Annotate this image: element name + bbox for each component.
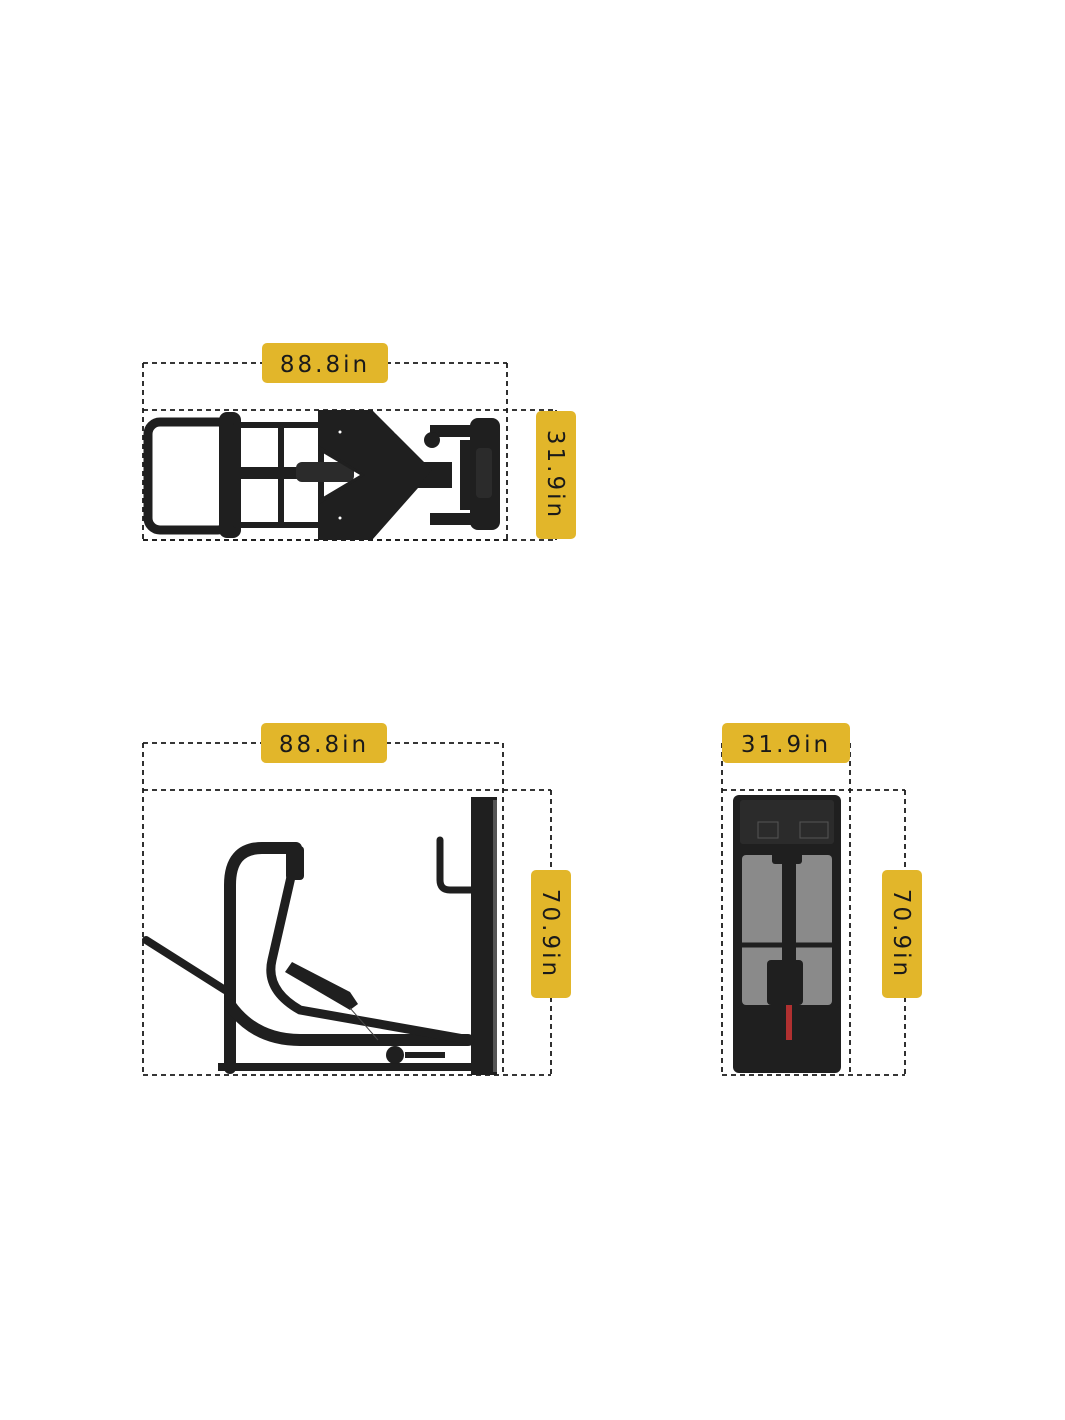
front-width-label-bg <box>722 723 850 763</box>
top-view: 88.8in 31.9in <box>142 343 576 541</box>
front-view: 31.9in 70.9in <box>721 723 922 1076</box>
front-height-dim-line <box>722 789 906 1076</box>
front-height-label: 70.9in <box>888 889 914 979</box>
side-view: 88.8in 70.9in <box>142 723 571 1076</box>
front-machine <box>733 795 841 1073</box>
top-machine <box>143 410 500 540</box>
side-width-label: 88.8in <box>279 732 369 758</box>
top-width-label-bg <box>262 343 388 383</box>
side-width-dim-line <box>142 742 504 1075</box>
top-depth-label-bg <box>536 411 576 539</box>
side-machine <box>142 797 497 1075</box>
side-height-label-bg <box>531 870 571 998</box>
front-width-label: 31.9in <box>741 732 831 758</box>
front-height-label-bg <box>882 870 922 998</box>
side-width-label-bg <box>261 723 387 763</box>
side-height-dim-line <box>143 789 552 1076</box>
top-depth-label: 31.9in <box>542 430 568 520</box>
side-height-label: 70.9in <box>537 889 563 979</box>
top-width-label: 88.8in <box>280 352 370 378</box>
